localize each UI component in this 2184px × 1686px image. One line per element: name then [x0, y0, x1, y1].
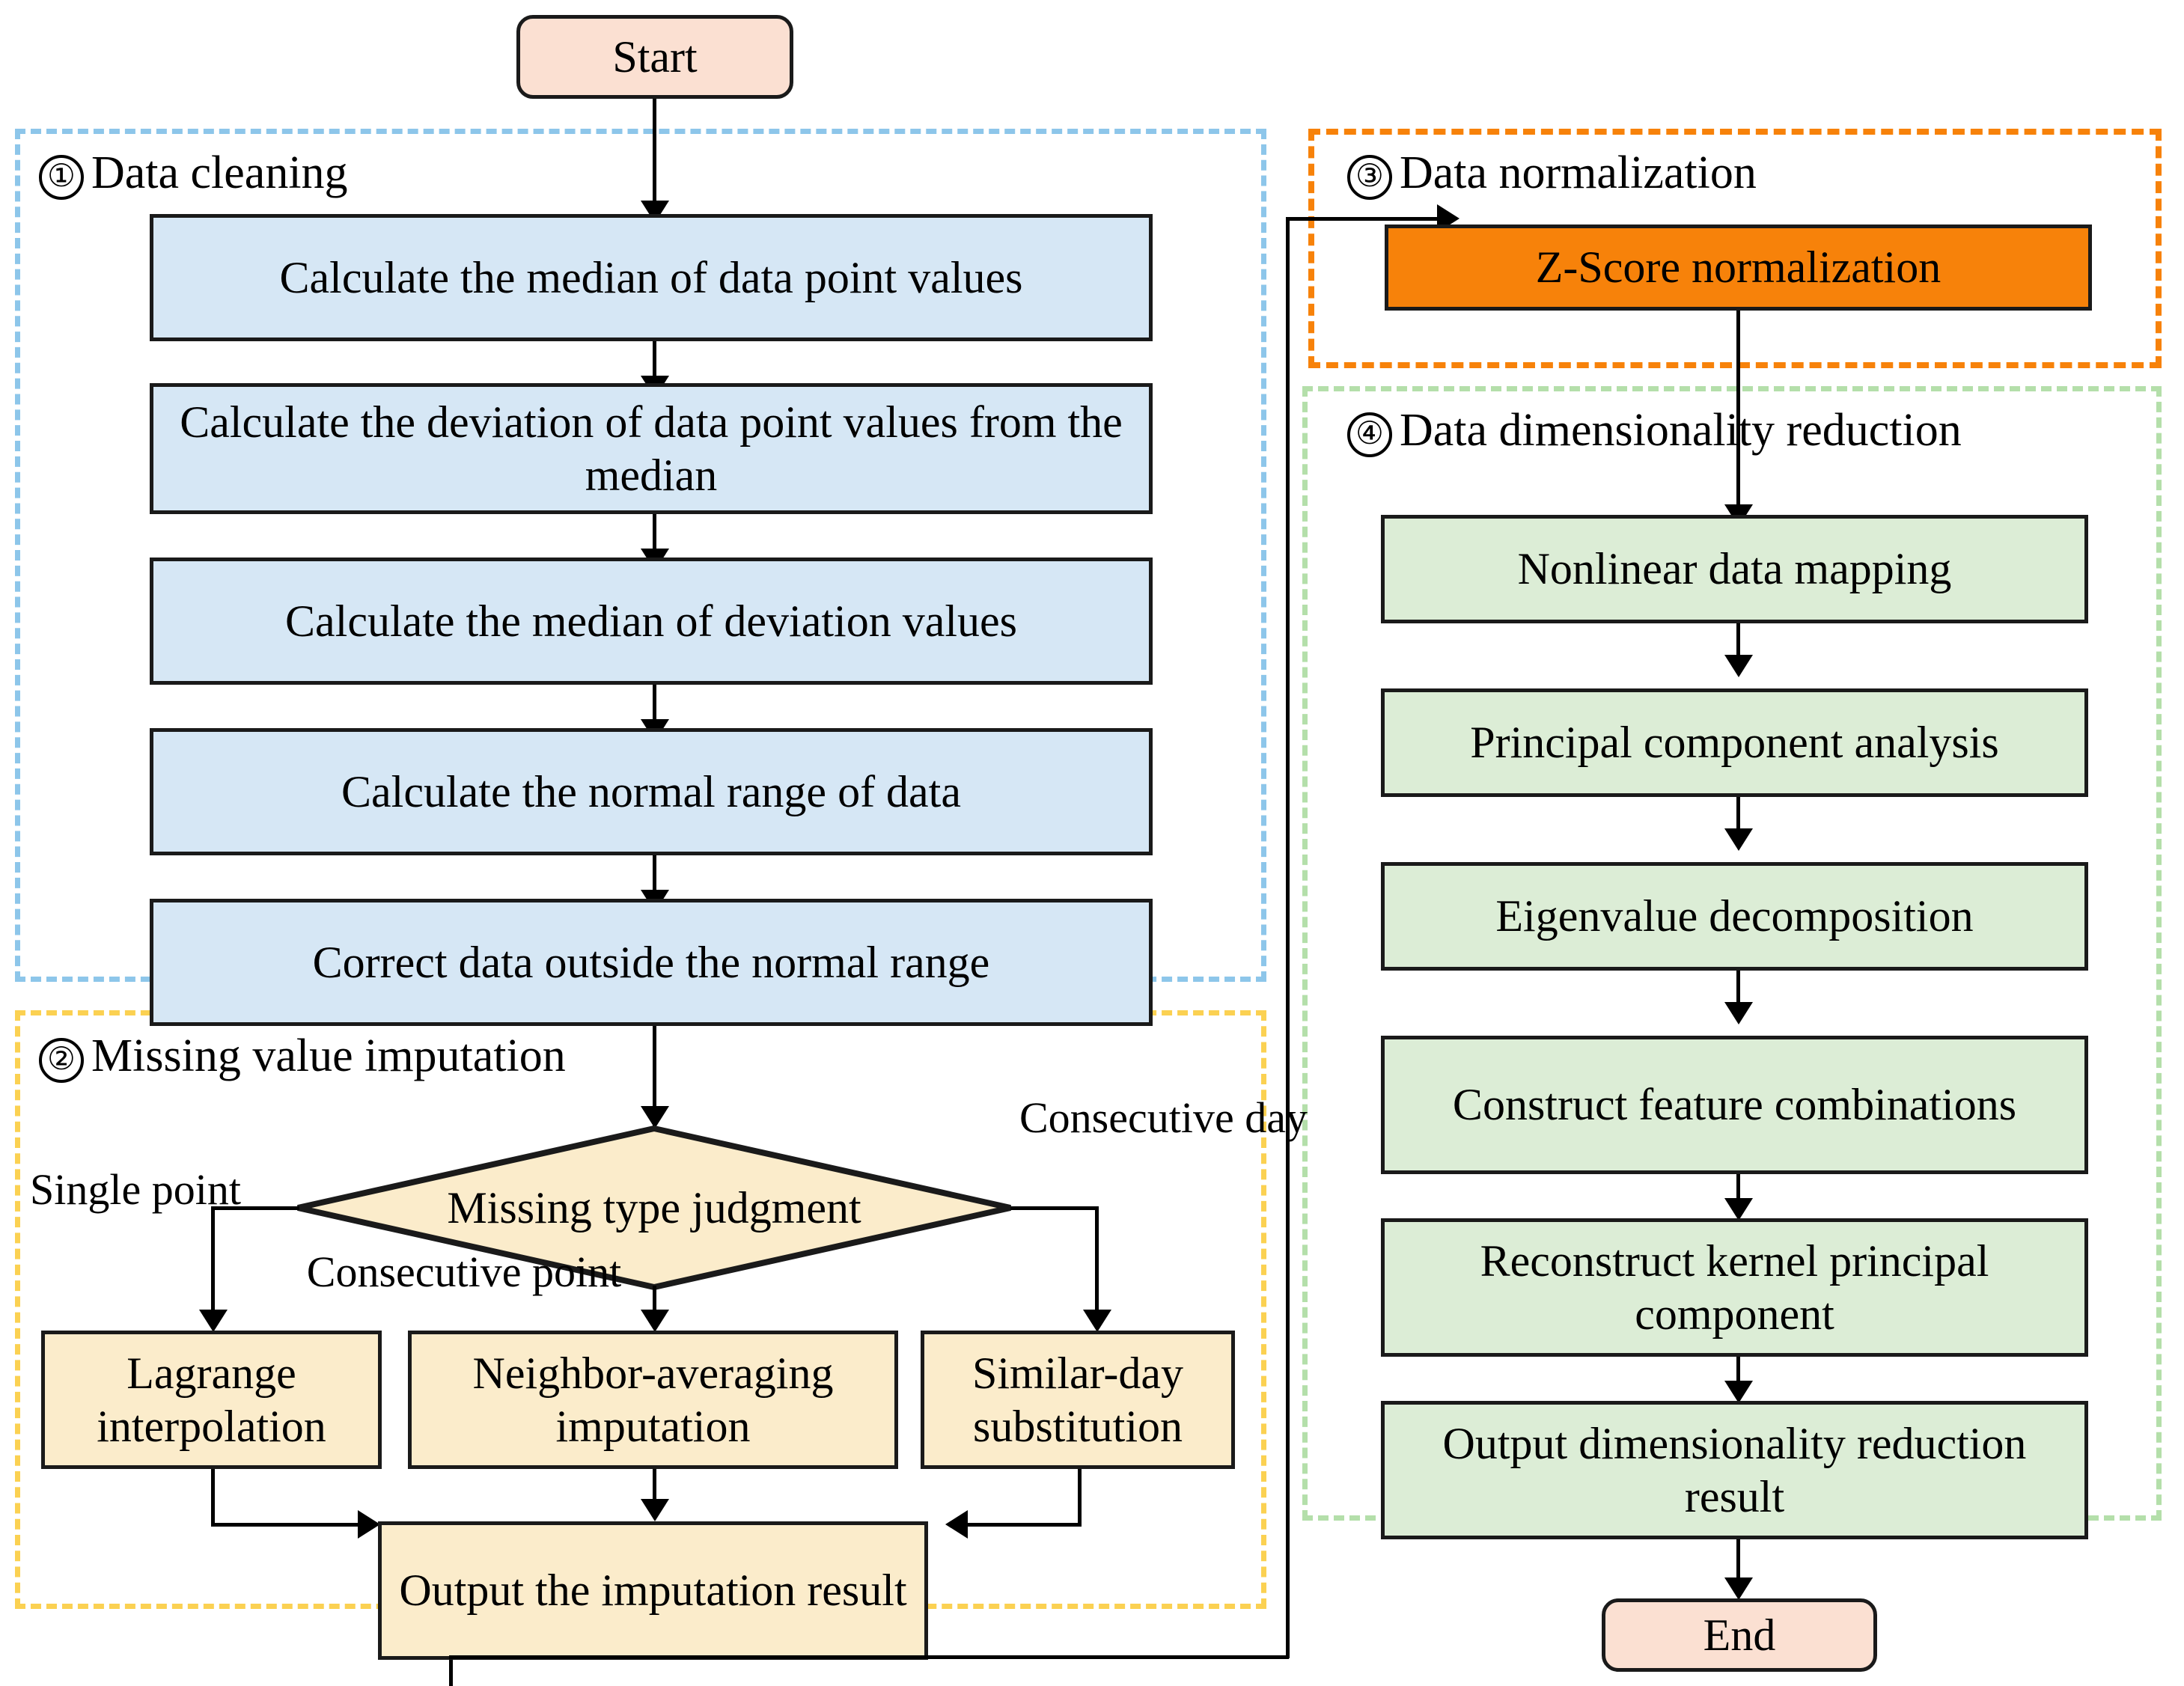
start-terminator[interactable]: Start [516, 15, 793, 99]
step-label: Nonlinear data mapping [1517, 544, 1952, 594]
group-number-2: ② [39, 1038, 84, 1083]
edge-output-to-normalization-v2 [1286, 217, 1290, 1658]
method-lagrange-interpolation[interactable]: Lagrange interpolation [41, 1331, 382, 1469]
step-construct-feature-combinations[interactable]: Construct feature combinations [1381, 1036, 2088, 1174]
arrowhead-dr2-to-dr3 [1724, 828, 1753, 851]
arrowhead-decision-to-neighbor-averaging [641, 1310, 669, 1332]
start-label: Start [612, 31, 698, 82]
arrowhead-decision-to-lagrange [199, 1310, 228, 1332]
branch-label-single-point: Single point [30, 1165, 241, 1214]
step-label: Calculate the deviation of data point va… [180, 397, 1123, 500]
edge-similarday-to-output-h [968, 1523, 1082, 1527]
edge-step1-to-step2 [653, 341, 656, 386]
step-label: Calculate the median of data point value… [279, 252, 1023, 302]
group-title-1: Data cleaning [91, 147, 348, 198]
edge-lagrange-to-output-h [211, 1523, 361, 1527]
arrowhead-dr6-to-end [1724, 1577, 1753, 1600]
edge-dr3-to-dr4 [1736, 971, 1740, 1012]
edge-decision-left-h [211, 1206, 299, 1210]
arrowhead-dr3-to-dr4 [1724, 1002, 1753, 1024]
method-similar-day-substitution[interactable]: Similar-day substitution [921, 1331, 1235, 1469]
arrowhead-neighbor-to-output [641, 1499, 669, 1521]
step-label: Construct feature combinations [1452, 1080, 2017, 1130]
edge-dr1-to-dr2 [1736, 623, 1740, 665]
step-principal-component-analysis[interactable]: Principal component analysis [1381, 688, 2088, 797]
edge-decision-right-h [1010, 1206, 1099, 1210]
arrowhead-decision-to-similar-day [1083, 1310, 1111, 1332]
group-title-2: Missing value imputation [91, 1030, 566, 1081]
group-title-4: Data dimensionality reduction [1400, 405, 1962, 456]
step-calculate-deviation-from-median[interactable]: Calculate the deviation of data point va… [150, 383, 1153, 514]
edge-decision-right-v [1095, 1206, 1099, 1319]
edge-output-to-normalization-h1 [449, 1655, 1289, 1659]
arrowhead-dr4-to-dr5 [1724, 1198, 1753, 1221]
step-z-score-normalization[interactable]: Z-Score normalization [1385, 225, 2092, 311]
step-label: Correct data outside the normal range [312, 937, 990, 987]
step-eigenvalue-decomposition[interactable]: Eigenvalue decomposition [1381, 862, 2088, 971]
arrowhead-lagrange-to-output [358, 1510, 380, 1539]
group-number-4: ④ [1347, 412, 1392, 457]
output-label: Output the imputation result [399, 1566, 907, 1616]
edge-step3-to-step4 [653, 685, 656, 731]
step-calculate-median-of-data-point-values[interactable]: Calculate the median of data point value… [150, 214, 1153, 341]
step-label: Calculate the normal range of data [341, 766, 961, 816]
step-calculate-median-of-deviation-values[interactable]: Calculate the median of deviation values [150, 558, 1153, 685]
group-title-3: Data normalization [1400, 147, 1757, 198]
method-label: Similar-day substitution [971, 1348, 1184, 1451]
arrowhead-dr5-to-dr6 [1724, 1381, 1753, 1403]
branch-label-consecutive-point: Consecutive point [306, 1247, 622, 1296]
method-label: Lagrange interpolation [97, 1348, 326, 1451]
method-label: Neighbor-averaging imputation [472, 1348, 834, 1451]
decision-missing-type-judgment[interactable]: Missing type judgment [295, 1125, 1013, 1291]
edge-dr5-to-dr6 [1736, 1357, 1740, 1391]
step-reconstruct-kernel-principal-component[interactable]: Reconstruct kernel principal component [1381, 1218, 2088, 1357]
edge-dr4-to-dr5 [1736, 1174, 1740, 1209]
edge-lagrange-to-output-v [211, 1469, 215, 1527]
output-imputation-result[interactable]: Output the imputation result [378, 1521, 928, 1660]
edge-zscore-to-nonlinear-mapping [1736, 311, 1740, 515]
edge-decision-left-v [211, 1206, 215, 1319]
edge-decision-middle-v [653, 1286, 656, 1319]
edge-similarday-to-output-v [1078, 1469, 1082, 1527]
step-label: Reconstruct kernel principal component [1480, 1236, 1989, 1339]
step-calculate-normal-range-of-data[interactable]: Calculate the normal range of data [150, 728, 1153, 855]
edge-step2-to-step3 [653, 514, 656, 561]
end-label: End [1703, 1610, 1776, 1660]
edge-dr6-to-end [1736, 1539, 1740, 1590]
end-terminator[interactable]: End [1602, 1598, 1877, 1672]
step-label: Calculate the median of deviation values [285, 596, 1017, 646]
group-frame-data-normalization [1308, 129, 2162, 368]
step-nonlinear-data-mapping[interactable]: Nonlinear data mapping [1381, 515, 2088, 623]
edge-neighbor-to-output-v [653, 1469, 656, 1509]
edge-step5-to-decision [653, 1026, 656, 1126]
edge-dr2-to-dr3 [1736, 797, 1740, 839]
edge-output-to-normalization-h2 [1286, 217, 1443, 221]
normalization-label: Z-Score normalization [1535, 242, 1941, 293]
arrowhead-dr1-to-dr2 [1724, 655, 1753, 677]
group-number-3: ③ [1347, 155, 1392, 200]
step-output-dimensionality-reduction-result[interactable]: Output dimensionality reduction result [1381, 1401, 2088, 1539]
step-label: Eigenvalue decomposition [1495, 891, 1974, 941]
edge-output-to-normalization-v1 [449, 1660, 453, 1686]
group-number-1: ① [39, 155, 84, 200]
step-correct-data-outside-normal-range[interactable]: Correct data outside the normal range [150, 899, 1153, 1026]
edge-step4-to-step5 [653, 855, 656, 902]
branch-label-consecutive-day: Consecutive day [1019, 1093, 1308, 1142]
decision-label: Missing type judgment [447, 1182, 861, 1233]
step-label: Principal component analysis [1470, 718, 1999, 768]
arrowhead-step5-to-decision [641, 1106, 669, 1128]
method-neighbor-averaging-imputation[interactable]: Neighbor-averaging imputation [408, 1331, 898, 1469]
arrowhead-similarday-to-output [945, 1510, 968, 1539]
step-label: Output dimensionality reduction result [1442, 1418, 2027, 1521]
edge-start-to-step1 [653, 99, 656, 210]
